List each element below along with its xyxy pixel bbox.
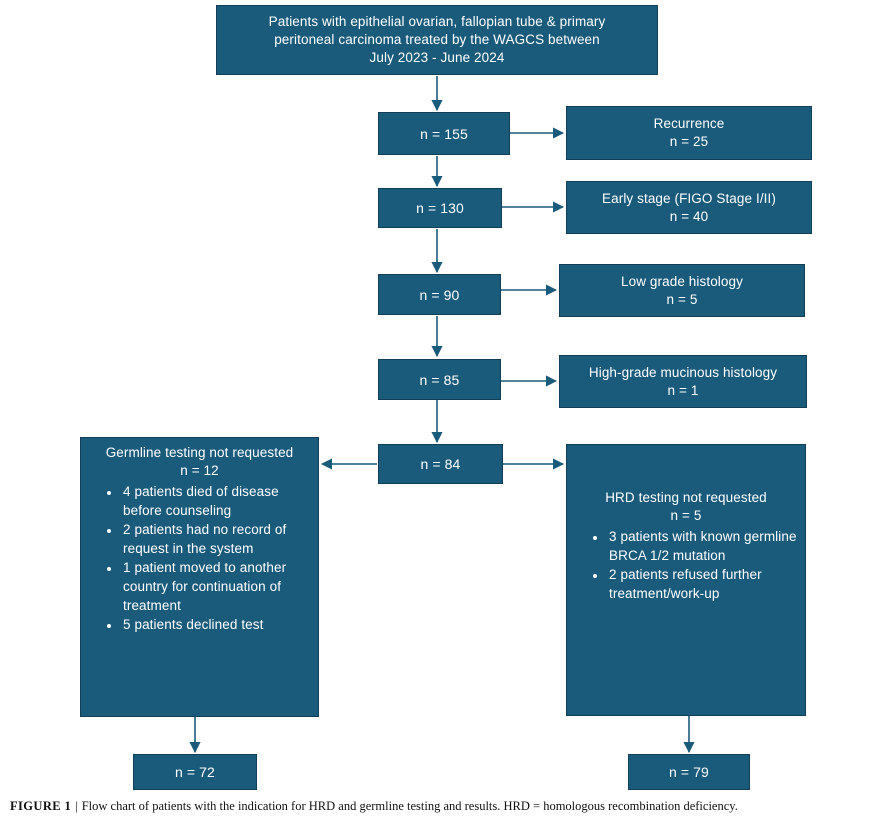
list-item: 4 patients died of disease before counse… bbox=[121, 482, 310, 520]
node-hrd-not-requested: HRD testing not requested n = 5 3 patien… bbox=[566, 444, 806, 716]
germline-reason-list: 4 patients died of disease before counse… bbox=[81, 482, 318, 634]
node-n72: n = 72 bbox=[133, 754, 257, 790]
figure-label: FIGURE 1 bbox=[10, 799, 72, 813]
node-early-stage: Early stage (FIGO Stage I/II) n = 40 bbox=[566, 181, 812, 234]
node-recurrence: Recurrence n = 25 bbox=[566, 106, 812, 160]
node-low-grade-histology: Low grade histology n = 5 bbox=[559, 264, 805, 317]
figure-caption-text: Flow chart of patients with the indicati… bbox=[81, 799, 738, 813]
node-n155-label: n = 155 bbox=[420, 125, 468, 142]
node-n90-label: n = 90 bbox=[419, 286, 460, 303]
hrd-reason-list: 3 patients with known germline BRCA 1/2 … bbox=[567, 527, 805, 603]
figure-caption-separator: | bbox=[75, 799, 78, 813]
node-n130-label: n = 130 bbox=[416, 200, 464, 216]
list-item: 5 patients declined test bbox=[121, 615, 310, 634]
node-germline-not-requested: Germline testing not requested n = 12 4 … bbox=[80, 437, 319, 717]
node-hrd-not-requested-heading: HRD testing not requested n = 5 bbox=[605, 490, 767, 523]
node-low-grade-histology-label: Low grade histology n = 5 bbox=[621, 273, 743, 307]
node-recurrence-label: Recurrence n = 25 bbox=[653, 116, 725, 149]
node-n84-label: n = 84 bbox=[420, 456, 461, 472]
list-item: 3 patients with known germline BRCA 1/2 … bbox=[607, 527, 797, 565]
node-n84: n = 84 bbox=[378, 444, 503, 484]
node-cohort-label: Patients with epithelial ovarian, fallop… bbox=[268, 14, 606, 65]
node-n90: n = 90 bbox=[378, 274, 501, 315]
node-high-grade-mucinous-histology: High-grade mucinous histology n = 1 bbox=[559, 355, 807, 408]
figure-caption: FIGURE 1|Flow chart of patients with the… bbox=[10, 798, 880, 814]
node-n72-label: n = 72 bbox=[175, 764, 215, 780]
list-item: 1 patient moved to another country for c… bbox=[121, 558, 310, 615]
node-n85-label: n = 85 bbox=[419, 371, 460, 388]
node-n155: n = 155 bbox=[378, 112, 510, 155]
node-cohort: Patients with epithelial ovarian, fallop… bbox=[216, 5, 658, 75]
node-n130: n = 130 bbox=[378, 188, 502, 228]
node-high-grade-mucinous-histology-label: High-grade mucinous histology n = 1 bbox=[588, 364, 778, 398]
list-item: 2 patients refused further treatment/wor… bbox=[607, 565, 797, 603]
list-item: 2 patients had no record of request in t… bbox=[121, 520, 310, 558]
node-early-stage-label: Early stage (FIGO Stage I/II) n = 40 bbox=[602, 190, 776, 224]
node-germline-not-requested-heading: Germline testing not requested n = 12 bbox=[105, 445, 294, 478]
node-n85: n = 85 bbox=[378, 359, 501, 400]
node-n79-label: n = 79 bbox=[669, 764, 709, 780]
node-n79: n = 79 bbox=[628, 754, 750, 790]
